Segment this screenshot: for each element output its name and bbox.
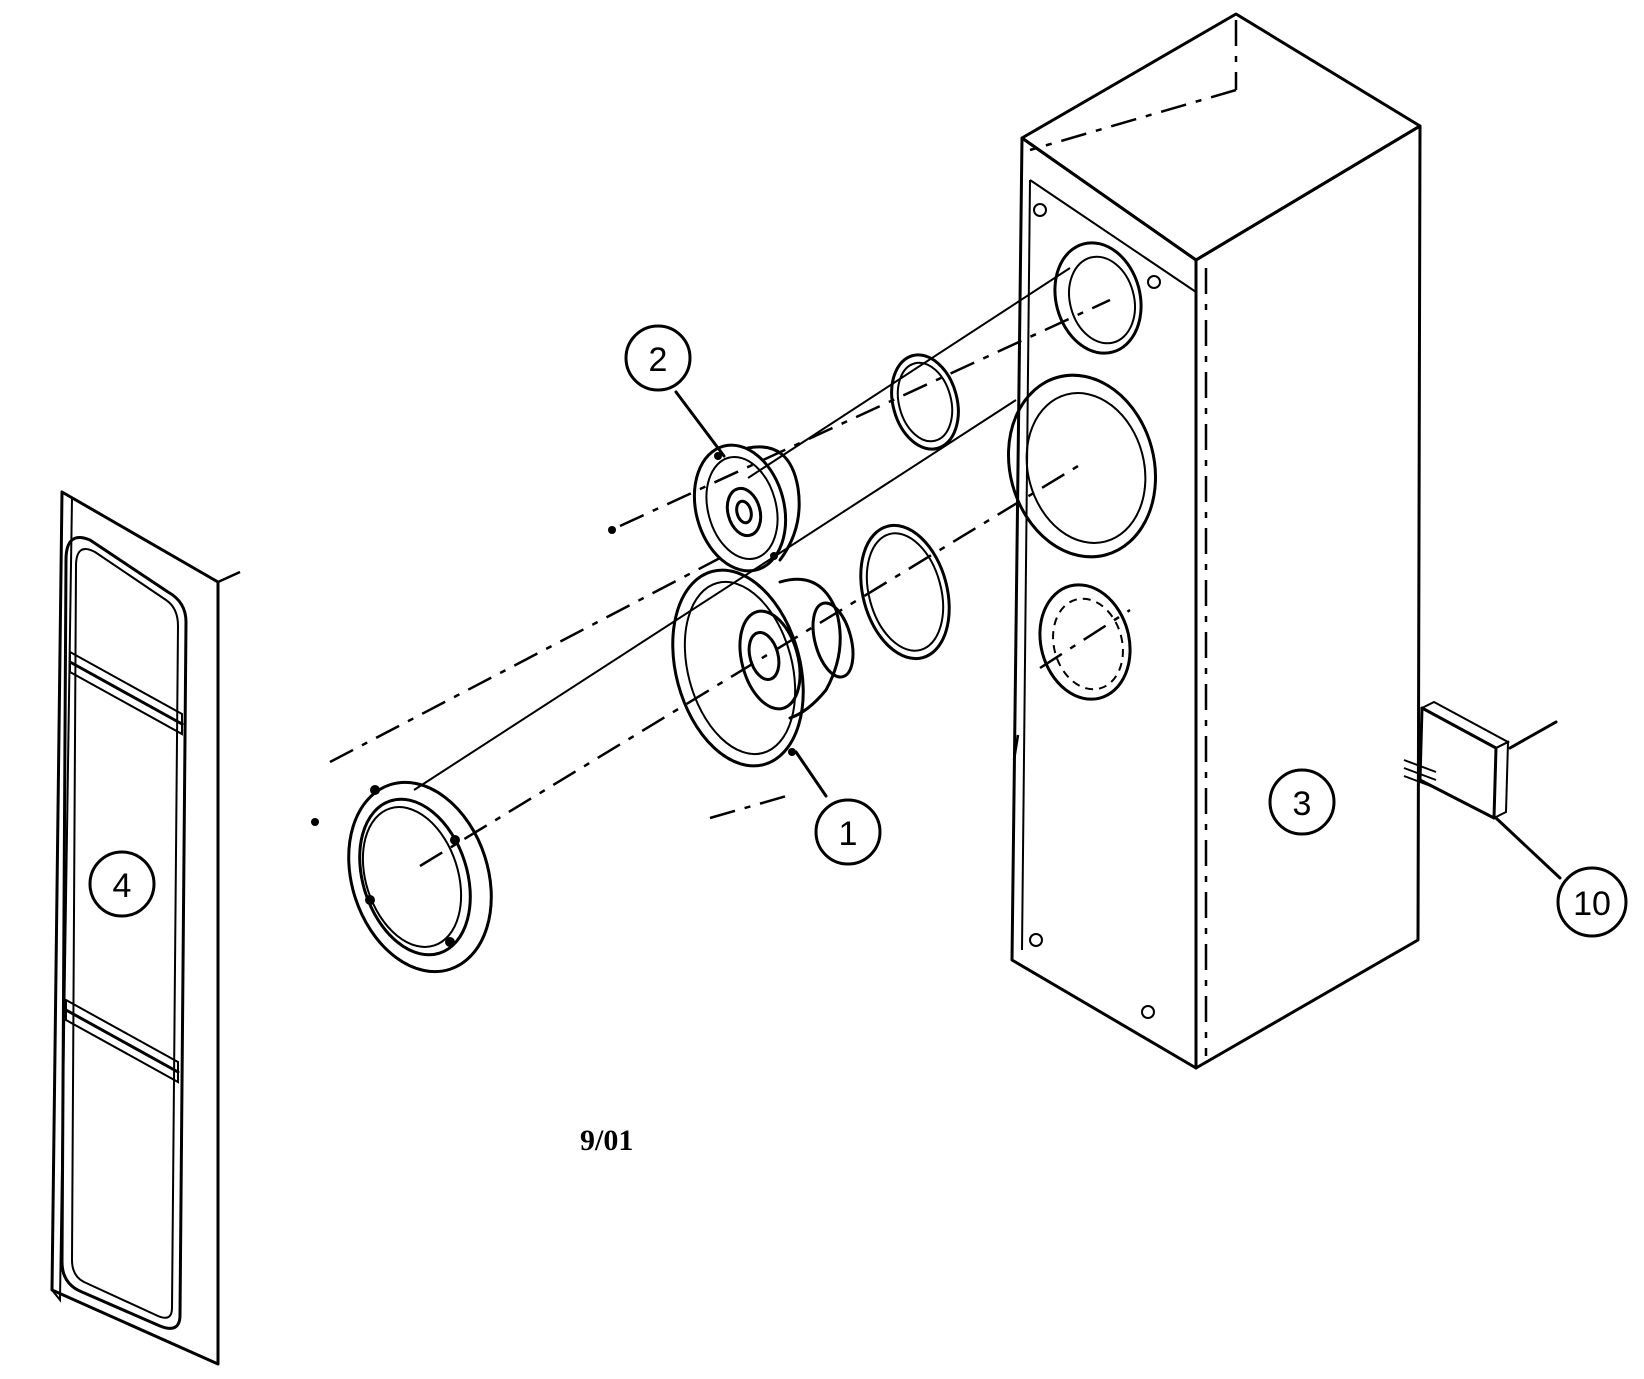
callout-grille: 4 [88,850,156,918]
terminal-plate [1403,700,1558,820]
callout-grille-label: 4 [113,867,132,905]
callout-terminal: 10 [1556,866,1628,938]
tweeter-gasket [890,353,960,451]
front-grille [50,490,241,1366]
callout-tweeter: 2 [624,324,692,392]
callout-cabinet-label: 3 [1293,785,1312,823]
tweeter-driver [608,443,801,573]
callout-tweeter-label: 2 [649,341,668,379]
date-code: 9/01 [580,1124,633,1157]
callout-cabinet: 3 [1268,768,1336,836]
woofer-driver [671,568,855,768]
callout-woofer-label: 1 [839,815,858,853]
leader-lines [674,390,1562,880]
mounting-ring [311,780,493,974]
callout-terminal-label: 10 [1573,885,1611,923]
speaker-cabinet [1006,12,1422,1070]
woofer-gasket [859,523,951,661]
assembly-axis-lines [329,267,1131,868]
callout-woofer: 1 [814,798,882,866]
